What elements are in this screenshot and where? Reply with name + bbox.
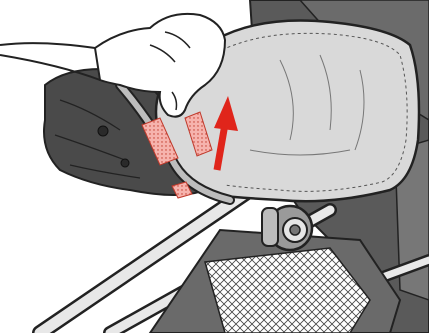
wheel-hub [262, 206, 312, 250]
